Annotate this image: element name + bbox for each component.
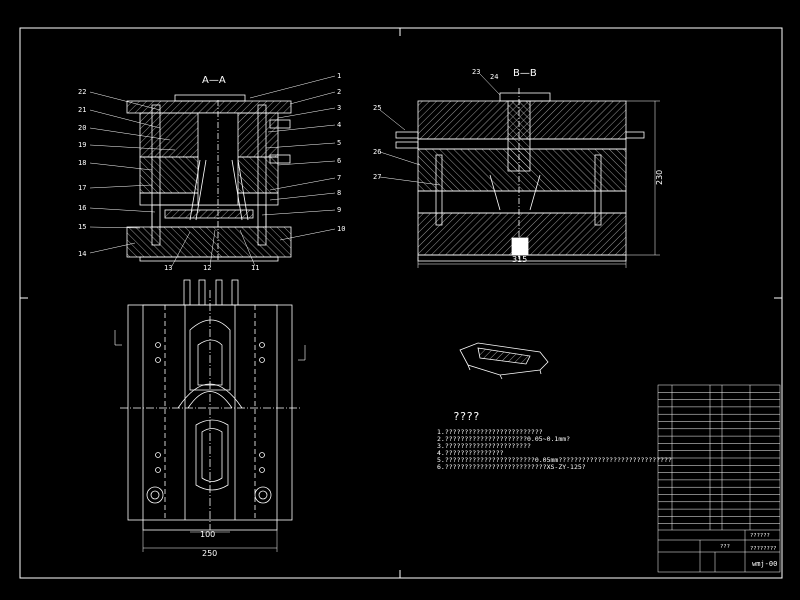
title-block [658, 529, 780, 572]
product-isometric-sketch [459, 342, 549, 380]
plan-view [114, 279, 306, 552]
part-label-5: 5 [337, 139, 341, 147]
section-aa-leaders [89, 75, 336, 267]
part-label-18: 18 [78, 159, 86, 167]
part-label-3: 3 [337, 104, 341, 112]
section-aa-title: A—A [202, 75, 226, 86]
part-label-12: 12 [203, 264, 211, 272]
part-label-15: 15 [78, 223, 86, 231]
section-aa-labels: 22 21 20 19 18 17 16 15 14 1 2 3 4 5 6 7… [78, 72, 345, 272]
dim-bb-width: 315 [512, 255, 527, 264]
part-label-6: 6 [337, 157, 341, 165]
part-label-13: 13 [164, 264, 172, 272]
note-line-2: 2.?????????????????????0.05~0.1mm? [437, 435, 570, 443]
part-label-10: 10 [337, 225, 345, 233]
part-label-26: 26 [373, 148, 381, 156]
part-label-22: 22 [78, 88, 86, 96]
part-label-19: 19 [78, 141, 86, 149]
part-label-1: 1 [337, 72, 341, 80]
note-line-4: 4.??????????????? [437, 449, 504, 457]
note-line-1: 1.????????????????????????? [437, 428, 543, 436]
part-label-16: 16 [78, 204, 86, 212]
dim-bb-height: 230 [655, 170, 664, 185]
technical-notes: ???? 1.????????????????????????? 2.?????… [437, 410, 672, 471]
part-label-27: 27 [373, 173, 381, 181]
part-label-23: 23 [472, 68, 480, 76]
part-label-2: 2 [337, 88, 341, 96]
note-line-5: 5.???????????????????????0.05mm?????????… [437, 456, 672, 464]
parts-list [657, 384, 781, 573]
note-line-6: 6.??????????????????????????XS-ZY-125? [437, 463, 586, 471]
part-label-11: 11 [251, 264, 259, 272]
part-label-24: 24 [490, 73, 498, 81]
part-label-4: 4 [337, 121, 341, 129]
part-label-21: 21 [78, 106, 86, 114]
dim-plan-inner: 100 [200, 530, 215, 539]
part-label-9: 9 [337, 206, 341, 214]
notes-title: ???? [453, 410, 480, 423]
note-line-3: 3.?????????????????????? [437, 442, 531, 450]
drawing-number: wmj-00 [752, 560, 777, 568]
part-label-8: 8 [337, 189, 341, 197]
section-bb-labels: 23 24 25 26 27 315 230 [373, 68, 664, 264]
drawing-frame [19, 27, 783, 579]
part-label-7: 7 [337, 174, 341, 182]
title-block-cell-a: ??? [720, 544, 730, 550]
section-bb-view: B—B [379, 68, 660, 268]
section-bb-title: B—B [513, 68, 537, 79]
part-label-25: 25 [373, 104, 381, 112]
part-label-17: 17 [78, 184, 86, 192]
title-block-cell-b: ?????? [750, 533, 770, 539]
dim-plan-width: 250 [202, 549, 217, 558]
title-block-cell-c: ???????? [750, 546, 777, 552]
part-label-20: 20 [78, 124, 86, 132]
plan-view-labels: 100 250 [200, 530, 217, 558]
title-block-text: ??? ?????? ???????? wmj-00 [720, 533, 777, 568]
section-aa-view: A—A [126, 75, 292, 262]
part-label-14: 14 [78, 250, 86, 258]
